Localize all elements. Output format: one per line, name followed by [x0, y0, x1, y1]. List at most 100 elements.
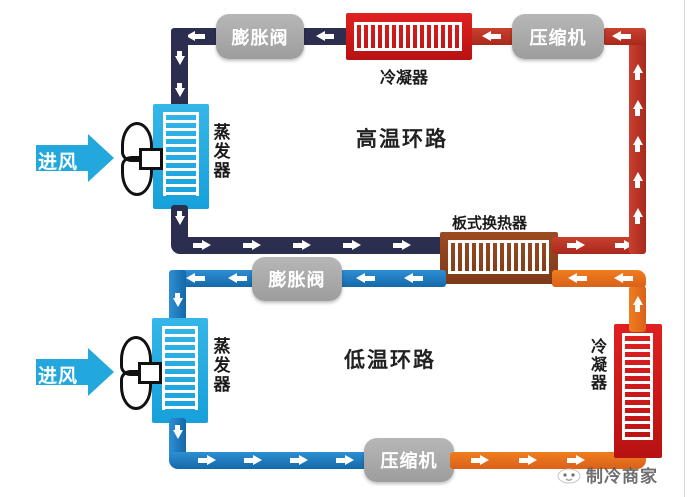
- flow-arrow-right: [528, 455, 537, 465]
- plate-heat-exchanger-label: 板式换热器: [452, 214, 528, 232]
- flow-arrow-left: [186, 31, 195, 41]
- flow-arrow-left: [614, 273, 623, 283]
- flow-arrow-up: [633, 136, 643, 145]
- fan-high-loop: [113, 122, 163, 196]
- flow-arrow-tail: [237, 276, 247, 281]
- flow-arrow-tail: [175, 293, 180, 302]
- flow-arrow-left: [316, 31, 325, 41]
- flow-arrow-down: [175, 56, 185, 65]
- pipe-plate-to-right-high: [552, 237, 646, 254]
- flow-arrow-right: [207, 455, 216, 465]
- flow-arrow-up: [633, 208, 643, 217]
- flow-arrow-up: [633, 100, 643, 109]
- condenser-low-loop: [614, 324, 662, 458]
- flow-arrow-tail: [635, 303, 640, 312]
- flow-arrow-left: [228, 273, 237, 283]
- air-inlet-high-label: 进风: [38, 151, 79, 173]
- flow-arrow-tail: [623, 276, 633, 281]
- flow-arrow-right: [252, 240, 261, 250]
- flow-arrow-left: [356, 273, 365, 283]
- flow-arrow-tail: [336, 458, 346, 463]
- cloud-face-icon: [557, 468, 581, 483]
- flow-arrow-tail: [621, 34, 631, 39]
- condenser-low-label: 冷凝器: [590, 337, 607, 392]
- flow-arrow-tail: [243, 243, 253, 248]
- flow-arrow-right: [299, 455, 308, 465]
- evaporator-high-label: 蒸发器: [213, 123, 231, 182]
- flow-arrow-left: [612, 31, 621, 41]
- flow-arrow-tail: [343, 243, 353, 248]
- pipe-evap-out-low: [169, 418, 186, 460]
- flow-arrow-left: [482, 31, 491, 41]
- flow-arrow-right: [352, 240, 361, 250]
- flow-arrow-tail: [195, 34, 205, 39]
- flow-arrow-right: [253, 455, 262, 465]
- flow-arrow-tail: [635, 107, 640, 116]
- flow-arrow-right: [576, 240, 585, 250]
- pipe-bottom-low-to-compressor: [169, 452, 368, 469]
- flow-arrow-right: [302, 240, 311, 250]
- flow-arrow-tail: [193, 243, 203, 248]
- watermark: 制冷商家: [556, 462, 658, 487]
- watermark-label: 制冷商家: [586, 467, 658, 487]
- flow-arrow-down: [173, 430, 183, 439]
- flow-arrow-tail: [413, 276, 423, 281]
- compressor-low[interactable]: 压缩机: [364, 438, 454, 482]
- flow-arrow-tail: [635, 143, 640, 152]
- plate-exchanger-coil: [440, 232, 558, 284]
- low-loop-title: 低温环路: [344, 348, 436, 372]
- high-loop-title: 高温环路: [356, 127, 448, 151]
- compressor-low-label: 压缩机: [380, 451, 438, 472]
- evaporator-coil: [152, 318, 208, 423]
- flow-arrow-right: [624, 240, 633, 250]
- air-inlet-low-label: 进风: [38, 365, 79, 387]
- flow-arrow-tail: [519, 458, 529, 463]
- flow-arrow-tail: [177, 83, 182, 92]
- flow-arrow-up: [633, 296, 643, 305]
- flow-arrow-tail: [175, 425, 180, 434]
- flow-arrow-tail: [635, 71, 640, 80]
- flow-arrow-right: [576, 455, 585, 465]
- expansion-valve-low[interactable]: 膨胀阀: [252, 257, 342, 301]
- flow-arrow-right: [402, 240, 411, 250]
- expansion-valve-high[interactable]: 膨胀阀: [216, 14, 304, 59]
- pipe-left-vertical-high: [171, 28, 188, 113]
- flow-arrow-tail: [635, 215, 640, 224]
- flow-arrow-tail: [195, 276, 205, 281]
- evaporator-low-label: 蒸发器: [213, 337, 231, 396]
- flow-arrow-tail: [471, 458, 481, 463]
- condenser-high-loop: [346, 13, 472, 60]
- plate-heat-exchanger: [440, 232, 558, 284]
- condenser-coil: [346, 13, 472, 60]
- flow-arrow-left: [568, 273, 577, 283]
- flow-arrow-down: [175, 88, 185, 97]
- flow-arrow-tail: [635, 179, 640, 188]
- expansion-valve-low-label: 膨胀阀: [268, 270, 326, 291]
- flow-arrow-tail: [198, 458, 208, 463]
- flow-arrow-left: [186, 273, 195, 283]
- flow-arrow-down: [175, 216, 185, 225]
- flow-arrow-right: [345, 455, 354, 465]
- expansion-valve-high-label: 膨胀阀: [231, 27, 289, 49]
- flow-arrow-tail: [491, 34, 501, 39]
- pipe-compressor-to-condenser-low: [450, 452, 646, 469]
- fan-low-loop: [112, 336, 162, 410]
- flow-arrow-tail: [290, 458, 300, 463]
- flow-arrow-down: [173, 298, 183, 307]
- right-edge-divider: [684, 0, 685, 497]
- flow-arrow-right: [480, 455, 489, 465]
- compressor-high-label: 压缩机: [529, 27, 587, 49]
- flow-arrow-tail: [567, 243, 577, 248]
- air-inlet-high: 进风: [36, 134, 114, 182]
- pipe-plate-to-valve-low: [338, 270, 446, 287]
- flow-arrow-tail: [615, 243, 625, 248]
- pipe-evap-out-high: [171, 205, 188, 245]
- air-inlet-low: 进风: [36, 348, 114, 396]
- flow-arrow-right: [202, 240, 211, 250]
- flow-arrow-tail: [244, 458, 254, 463]
- flow-arrow-tail: [577, 276, 587, 281]
- flow-arrow-tail: [177, 51, 182, 60]
- compressor-high[interactable]: 压缩机: [512, 14, 604, 59]
- flow-arrow-tail: [293, 243, 303, 248]
